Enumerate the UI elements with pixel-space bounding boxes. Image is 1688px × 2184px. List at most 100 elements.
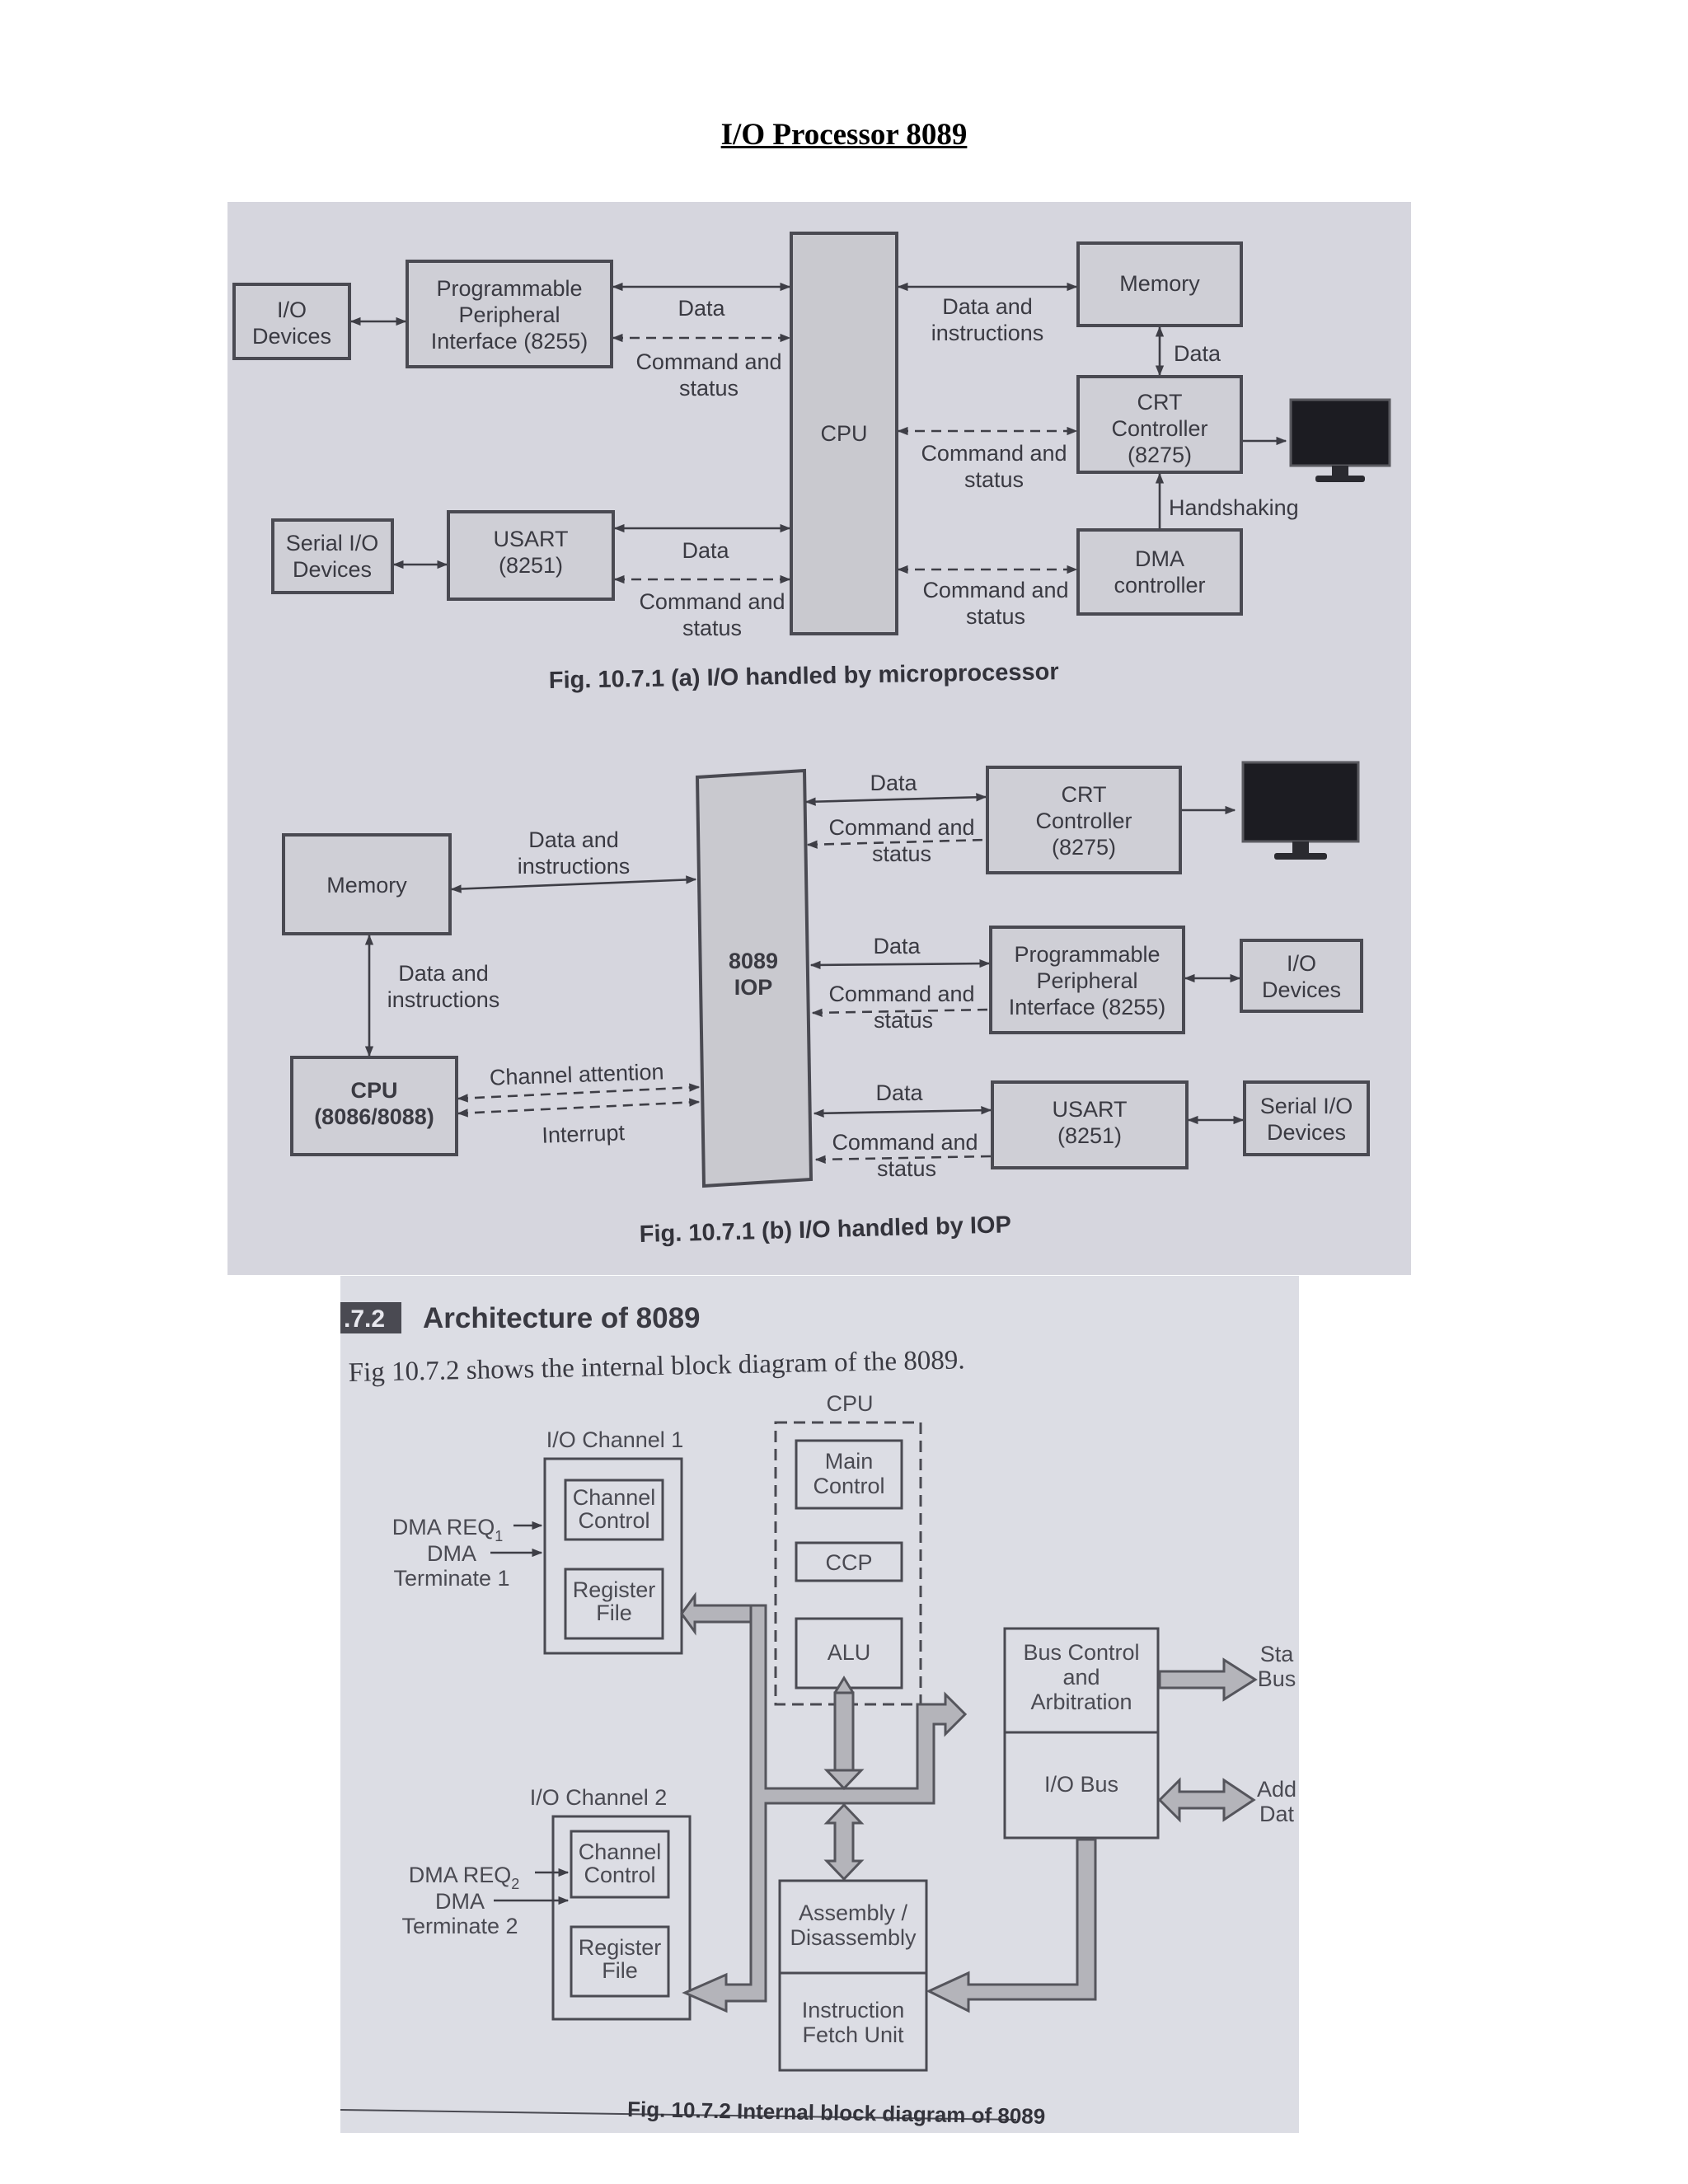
- assembly-disassembly-block: Assembly / Disassembly: [778, 1879, 928, 1975]
- svg-text:Arbitration: Arbitration: [1030, 1690, 1132, 1714]
- instruction-fetch-block: Instruction Fetch Unit: [778, 1971, 928, 2072]
- ch2-title: I/O Channel 2: [530, 1785, 668, 1810]
- svg-text:Control: Control: [813, 1474, 884, 1498]
- fig-a-ppi: Programmable Peripheral Interface (8255): [406, 260, 613, 368]
- svg-text:instructions: instructions: [518, 854, 631, 879]
- svg-text:Command and: Command and: [639, 589, 785, 614]
- svg-text:Add: Add: [1257, 1777, 1296, 1802]
- svg-text:Register: Register: [579, 1935, 662, 1960]
- cpu-bus-arrow: [823, 1675, 865, 1791]
- svg-text:Data and: Data and: [398, 961, 489, 986]
- svg-text:Interface (8255): Interface (8255): [1009, 995, 1166, 1019]
- svg-text:Command and: Command and: [828, 815, 974, 840]
- svg-text:Control: Control: [578, 1508, 649, 1533]
- svg-text:Data: Data: [1174, 341, 1221, 366]
- fig-b-cpu: CPU (8086/8088): [290, 1056, 458, 1156]
- cpu-label: CPU: [826, 1391, 873, 1416]
- caption-fig-a: Fig. 10.7.1 (a) I/O handled by microproc…: [549, 658, 1059, 694]
- svg-text:Fetch Unit: Fetch Unit: [802, 2022, 904, 2047]
- svg-text:CPU: CPU: [350, 1078, 397, 1103]
- svg-text:status: status: [964, 467, 1024, 492]
- arrow-iop-crt-data: [804, 793, 987, 806]
- svg-text:Devices: Devices: [1262, 977, 1341, 1002]
- fig-b-io-devices: I/O Devices: [1240, 939, 1363, 1013]
- fig-b-ppi: Programmable Peripheral Interface (8255): [989, 926, 1185, 1034]
- caption-fig-c: Fig. 10.7.2 Internal block diagram of 80…: [627, 2097, 1046, 2129]
- fig-b-usart: USART (8251): [991, 1080, 1189, 1169]
- internal-bus: [680, 1591, 968, 2013]
- arrow-iop-crt-cmd: [806, 838, 987, 849]
- bus-control-arbitration-block: Bus Control and Arbitration: [1003, 1627, 1160, 1734]
- svg-text:Command and: Command and: [635, 349, 781, 374]
- svg-text:and: and: [1062, 1665, 1100, 1690]
- monitor-icon: [1241, 761, 1360, 860]
- svg-text:Peripheral: Peripheral: [458, 302, 560, 327]
- svg-text:IOP: IOP: [734, 975, 773, 1000]
- svg-text:CCP: CCP: [825, 1550, 872, 1575]
- svg-text:.7.2: .7.2: [344, 1305, 385, 1333]
- main-control-block: Main Control: [795, 1439, 903, 1510]
- svg-text:Programmable: Programmable: [436, 276, 582, 301]
- svg-text:(8086/8088): (8086/8088): [314, 1104, 434, 1129]
- svg-text:File: File: [596, 1601, 632, 1625]
- svg-text:Command and: Command and: [828, 982, 974, 1006]
- svg-text:status: status: [966, 604, 1025, 629]
- fig-b-memory: Memory: [282, 833, 452, 935]
- io-bus-block: I/O Bus: [1003, 1731, 1160, 1840]
- ch1-title: I/O Channel 1: [546, 1427, 684, 1452]
- svg-text:Command and: Command and: [921, 441, 1067, 466]
- svg-text:Register: Register: [573, 1577, 656, 1602]
- address-data-arrow: [1157, 1777, 1256, 1823]
- svg-text:Memory: Memory: [326, 873, 407, 898]
- svg-text:Controller: Controller: [1111, 416, 1207, 441]
- svg-text:Assembly /: Assembly /: [799, 1900, 908, 1925]
- svg-text:Control: Control: [584, 1863, 655, 1887]
- svg-text:DMA: DMA: [427, 1541, 476, 1566]
- intro-text: Fig 10.7.2 shows the internal block diag…: [348, 1345, 964, 1388]
- svg-text:(8251): (8251): [499, 553, 563, 578]
- svg-text:Channel: Channel: [573, 1485, 656, 1510]
- fig-a-io-devices: I/O Devices: [232, 283, 351, 360]
- svg-text:(8275): (8275): [1052, 835, 1116, 860]
- svg-text:Channel: Channel: [579, 1840, 662, 1864]
- svg-text:Data: Data: [875, 1080, 923, 1105]
- svg-text:Channel attention: Channel attention: [489, 1059, 664, 1090]
- svg-text:CRT: CRT: [1061, 782, 1106, 807]
- svg-text:Bus: Bus: [1258, 1666, 1296, 1691]
- alu-block: ALU: [795, 1617, 903, 1690]
- svg-text:DMA: DMA: [435, 1889, 485, 1914]
- svg-text:status: status: [874, 1008, 933, 1033]
- arrow-iop-ppi-cmd: [811, 1008, 990, 1017]
- svg-text:Devices: Devices: [252, 324, 331, 349]
- svg-text:controller: controller: [1114, 573, 1205, 598]
- fig-a-memory: Memory: [1076, 241, 1243, 327]
- fig-a-serial-io: Serial I/O Devices: [271, 518, 394, 594]
- figure-photo-io-handling: I/O Devices Programmable Peripheral Inte…: [227, 202, 1411, 1275]
- svg-text:Serial I/O: Serial I/O: [1260, 1094, 1353, 1118]
- svg-text:DMA: DMA: [1135, 546, 1184, 571]
- svg-text:Memory: Memory: [1119, 271, 1200, 296]
- io-channel-2: Channel Control Register File: [551, 1815, 692, 2021]
- fig-a-usart: USART (8251): [447, 510, 615, 601]
- svg-text:status: status: [877, 1156, 936, 1181]
- svg-text:I/O: I/O: [277, 298, 307, 322]
- fig-b-crt-controller: CRT Controller (8275): [986, 766, 1182, 874]
- svg-text:I/O: I/O: [1287, 951, 1316, 976]
- svg-text:Command and: Command and: [922, 578, 1068, 602]
- assembly-bus-arrow: [823, 1802, 865, 1882]
- io-channel-1: Channel Control Register File: [543, 1457, 683, 1655]
- svg-text:Programmable: Programmable: [1014, 942, 1160, 967]
- svg-text:USART: USART: [1052, 1097, 1127, 1122]
- svg-text:(8275): (8275): [1128, 443, 1192, 467]
- svg-text:USART: USART: [493, 527, 568, 551]
- label-data: Data: [682, 538, 729, 563]
- svg-text:Devices: Devices: [1267, 1120, 1346, 1145]
- svg-text:Interface (8255): Interface (8255): [431, 329, 588, 354]
- svg-text:Main: Main: [825, 1449, 874, 1474]
- svg-text:Disassembly: Disassembly: [790, 1925, 917, 1950]
- page-title: I/O Processor 8089: [720, 118, 968, 152]
- svg-text:Controller: Controller: [1035, 808, 1132, 833]
- arrow-memory-iop: [450, 875, 697, 893]
- svg-text:Data and: Data and: [528, 827, 619, 852]
- svg-text:(8251): (8251): [1057, 1123, 1122, 1148]
